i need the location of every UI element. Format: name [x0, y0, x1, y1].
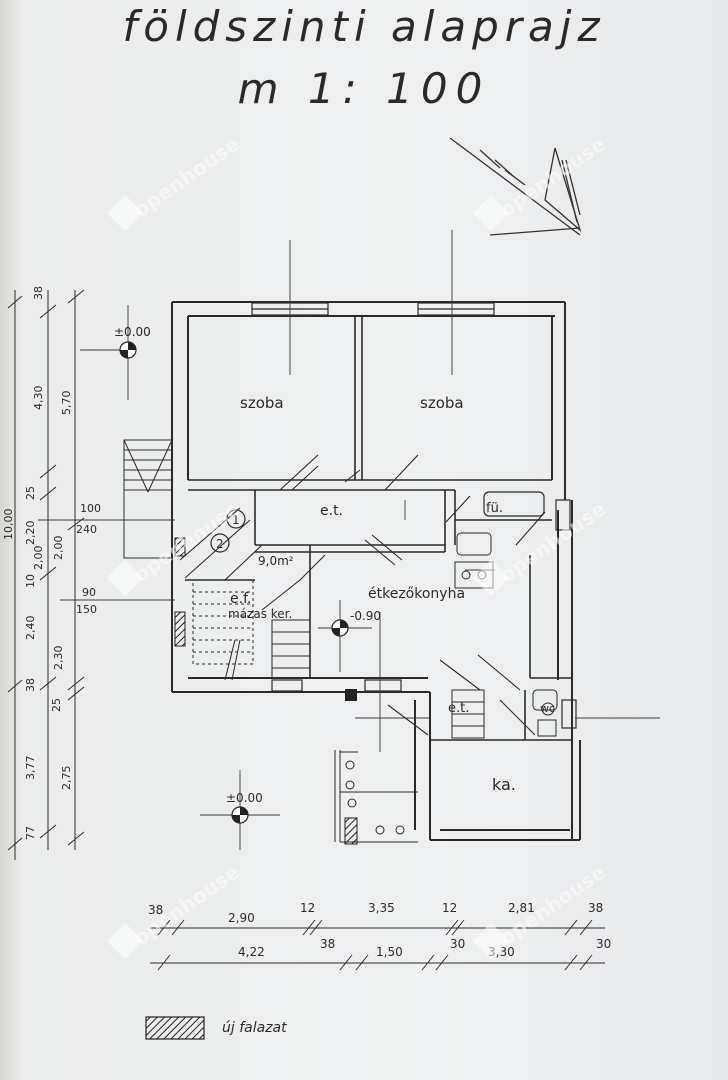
dim-mid-3: 2,30 [52, 646, 65, 671]
svg-text:openhouse: openhouse [495, 132, 610, 223]
dim-mid-5: 2,75 [60, 766, 73, 791]
svg-text:openhouse: openhouse [495, 497, 610, 588]
north-arrow-icon [449, 137, 582, 236]
stair-number-1: 1 [232, 513, 240, 527]
windows [251, 302, 577, 729]
bath-label: fü. [486, 501, 503, 516]
dim-bottom-5: 12 [442, 901, 457, 915]
dim-bottom-8: 4,22 [238, 945, 265, 959]
entry-label: e.f. [230, 591, 251, 607]
kitchen-fixtures [454, 532, 558, 737]
new-walls [174, 537, 358, 845]
level-bottom: ±0.00 [226, 791, 263, 805]
small-hall-label: e.t. [448, 701, 469, 716]
dim-left-5: 2,00 [32, 546, 45, 571]
watermark-logo: openhouse [106, 860, 244, 960]
interior-walls [185, 316, 572, 741]
staircase [123, 439, 485, 739]
left-dimension-lines [7, 289, 85, 860]
dim-bottom-2: 2,90 [228, 911, 255, 925]
dim-total: 10,00 [2, 509, 15, 541]
opening-bottom-1: 240 [76, 523, 97, 536]
dim-bottom-10: 1,50 [376, 945, 403, 959]
dim-bottom-6: 2,81 [508, 901, 535, 915]
dim-left-3: 25 [24, 486, 37, 500]
stair-marker-1 [226, 509, 246, 529]
dim-mid-1: 5,70 [60, 391, 73, 416]
dim-left-1: 38 [32, 286, 45, 300]
dim-left-6: 10 [24, 574, 37, 588]
room-label-1: szoba [240, 394, 284, 412]
bottom-dimension-lines [150, 919, 605, 971]
dim-mid-4: 25 [50, 698, 63, 712]
dim-bottom-3: 12 [300, 901, 315, 915]
kitchen-label: étkezőkonyha [368, 586, 465, 602]
dim-left-4: 2,20 [24, 521, 37, 546]
dim-bottom-11: 30 [450, 937, 465, 951]
svg-text:openhouse: openhouse [129, 497, 244, 588]
level-marker-icon [119, 341, 137, 359]
svg-text:openhouse: openhouse [129, 132, 244, 223]
stair-marker-2 [210, 533, 230, 553]
dim-left-2: 4,30 [32, 386, 45, 411]
dim-left-10: 77 [24, 826, 37, 840]
svg-text:openhouse: openhouse [129, 860, 244, 951]
level-top: ±0.00 [114, 325, 151, 339]
legend-label: új falazat [222, 1020, 287, 1036]
door-swings [179, 454, 546, 736]
legend-swatch [145, 1016, 205, 1040]
dim-bottom-1: 38 [148, 903, 163, 917]
heater-label: mázas ker. [228, 607, 292, 621]
opening-bottom-2: 150 [76, 603, 97, 616]
watermark-logo: openhouse [106, 132, 244, 232]
stair-number-2: 2 [216, 537, 224, 551]
dim-left-7: 2,40 [24, 616, 37, 641]
level-marker-icon [331, 619, 349, 637]
pantry-label: ka. [492, 775, 516, 794]
plan-scale: m 1: 100 [237, 64, 491, 113]
opening-top-2: 90 [82, 586, 96, 599]
dim-bottom-4: 3,35 [368, 901, 395, 915]
garden-rail [334, 750, 418, 843]
watermark-logo: openhouse [472, 132, 610, 232]
hall-label: e.t. [320, 503, 343, 519]
dim-bottom-9: 38 [320, 937, 335, 951]
wc-label: wc [540, 702, 555, 715]
dim-left-8: 38 [24, 678, 37, 692]
level-marker-icon [231, 806, 249, 824]
dim-mid-2: 2,00 [52, 536, 65, 561]
outer-walls [171, 301, 581, 841]
dim-bottom-7: 38 [588, 901, 603, 915]
level-kitchen: -0.90 [350, 609, 381, 623]
dim-left-9: 3,77 [24, 756, 37, 781]
plan-title: földszinti alaprajz [122, 2, 606, 51]
dim-bottom-13: 30 [596, 937, 611, 951]
room-label-2: szoba [420, 394, 464, 412]
area-label: 9,0m² [258, 554, 294, 568]
opening-top-1: 100 [80, 502, 101, 515]
